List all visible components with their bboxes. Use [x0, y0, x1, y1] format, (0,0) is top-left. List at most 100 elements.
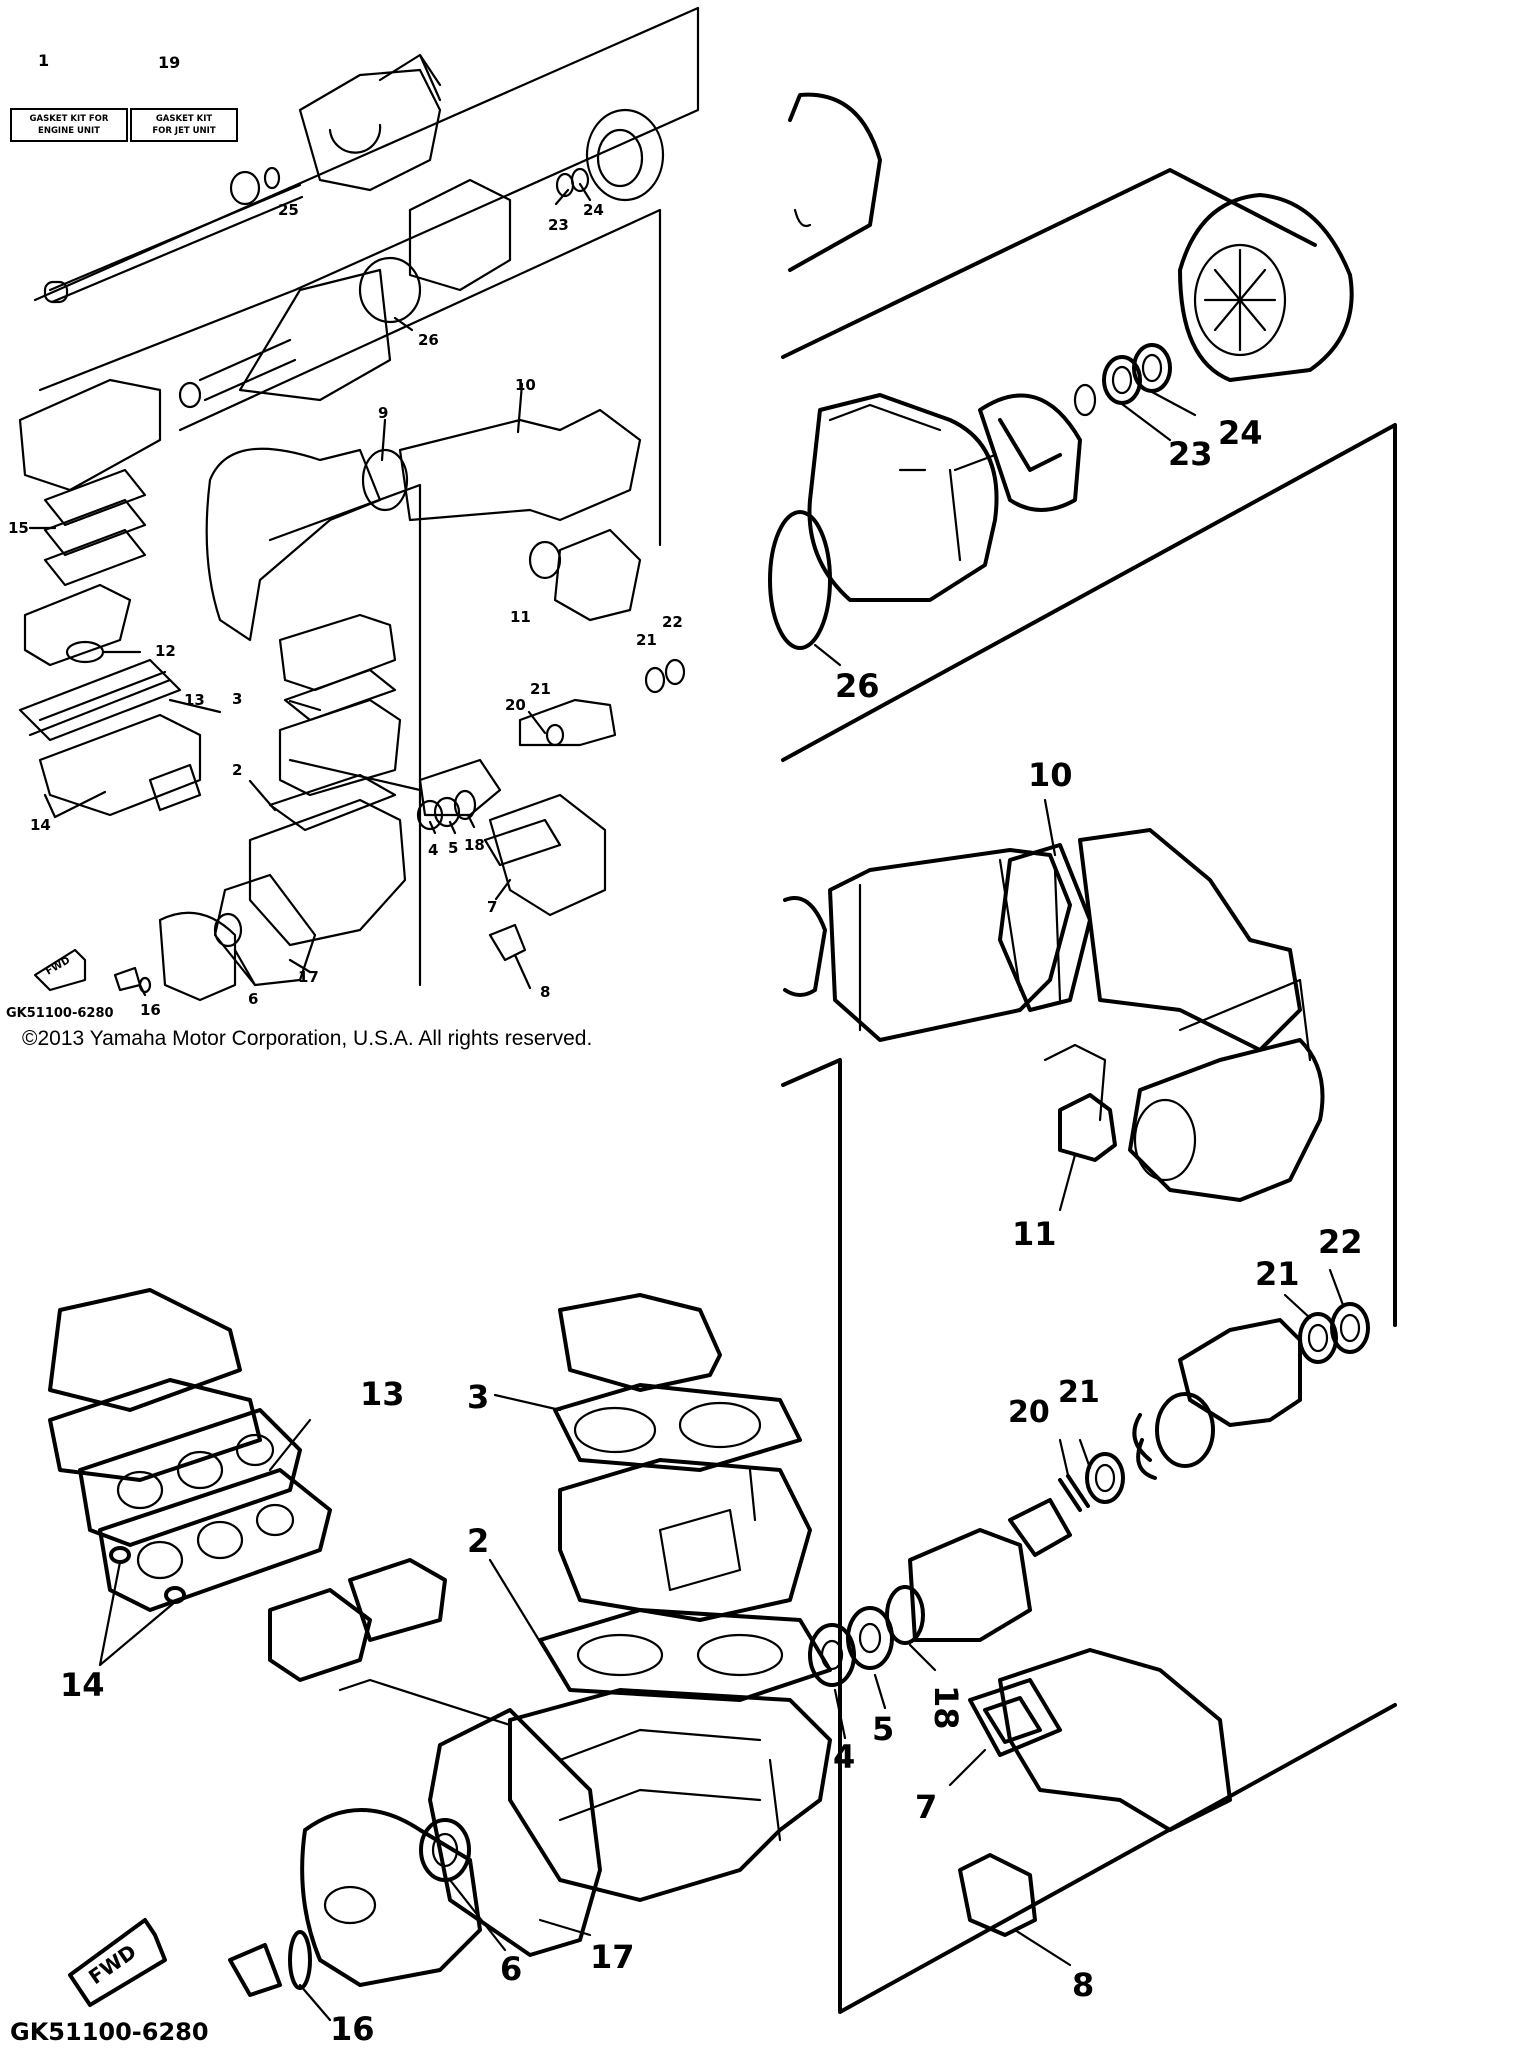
label-16: 16: [330, 2010, 375, 2048]
carb-port-2: [176, 1450, 224, 1490]
dowel-14a: [109, 1546, 131, 1564]
leaders-4-5-18: [833, 1643, 937, 1740]
exhaust-manifold-big: [998, 1648, 1232, 1832]
muffler-big: [828, 848, 1072, 1042]
crankcase-big: [508, 1688, 832, 1902]
base-gasket-2-small: [268, 773, 397, 832]
detail-engine: [48, 1288, 1232, 2022]
seal-21-big-b-inner: [1094, 1463, 1116, 1493]
oring-26-big: [768, 510, 832, 650]
bolt-16-small: [113, 966, 142, 992]
seal-5-small: [433, 796, 461, 828]
small-label-12: 12: [155, 642, 176, 660]
seal-25: [263, 166, 281, 190]
manifold-top-big: [48, 1288, 242, 1412]
small-label-15: 15: [8, 519, 29, 537]
gasket-7-big: [968, 1678, 1062, 1757]
big-frame-right: [781, 423, 1397, 1327]
kit-box-engine: GASKET KIT FOR ENGINE UNIT: [10, 108, 128, 142]
small-label-8: 8: [540, 983, 550, 1001]
small-label-3: 3: [232, 690, 242, 708]
base-bore-1: [576, 1633, 664, 1677]
small-label-7: 7: [487, 898, 497, 916]
cylinder-big: [558, 1458, 812, 1622]
bearing-big: [1155, 1392, 1215, 1468]
muffler-big-detail: [858, 858, 1062, 1032]
exhaust-elbow-small: [553, 528, 642, 622]
leader-3: [493, 1393, 562, 1412]
fwd-arrow-small: [33, 948, 87, 992]
label-8: 8: [1072, 1966, 1094, 2004]
label-21a: 21: [1255, 1255, 1300, 1293]
carb-port-6: [255, 1503, 295, 1537]
label-13: 13: [360, 1375, 405, 1413]
carb-port-4: [136, 1540, 184, 1580]
cover-8-big: [958, 1853, 1037, 1937]
carb-gasket-13-big: [78, 1408, 302, 1547]
small-label-25: 25: [278, 201, 299, 219]
leaders-small: [28, 182, 592, 997]
small-label-23: 23: [548, 216, 569, 234]
label-22: 22: [1318, 1223, 1363, 1261]
small-label-16: 16: [140, 1001, 161, 1019]
big-frame-exhaust: [781, 1058, 1397, 2014]
jet-frame-top: [33, 6, 700, 392]
reed-frame-big: [338, 1678, 512, 1727]
intake-manifold-small: [23, 583, 132, 667]
seal-18-small: [453, 789, 477, 821]
reed-valve-small: [38, 713, 202, 817]
label-1: 1: [38, 51, 49, 70]
oring-26-small: [358, 256, 422, 324]
manifold-gasket-15b: [43, 498, 147, 557]
seal-6-small: [213, 912, 243, 948]
nozzle-small: [585, 108, 665, 202]
spring-20-big: [1058, 1474, 1090, 1512]
exhaust-manifold-7-small: [488, 793, 607, 917]
label-2: 2: [467, 1522, 489, 1560]
label-10: 10: [1028, 756, 1073, 794]
cylinder-big-detail: [658, 1468, 757, 1592]
pump-housing-big-detail: [828, 403, 997, 562]
impeller-big: [978, 393, 1082, 512]
label-7: 7: [915, 1788, 937, 1826]
small-label-5: 5: [448, 839, 458, 857]
leader-17: [538, 1918, 592, 1937]
base-gasket-2-big: [538, 1608, 832, 1702]
leader-13: [268, 1418, 312, 1472]
gasket-10-big: [998, 843, 1092, 1012]
flywheel-cover-hub: [323, 1885, 377, 1925]
seal-22-big-inner: [1339, 1313, 1361, 1343]
seal-21-small-b: [545, 723, 565, 747]
head-bore-2: [678, 1401, 762, 1449]
muffler-small: [398, 408, 642, 522]
seal-24-small: [570, 167, 590, 193]
label-5: 5: [872, 1710, 894, 1748]
gasket-17-big: [428, 1708, 602, 1957]
copyright-notice: ©2013 Yamaha Motor Corporation, U.S.A. A…: [22, 1027, 593, 1050]
seal-22-big: [1330, 1302, 1370, 1354]
seal-5-big-inner: [858, 1622, 882, 1654]
label-4: 4: [833, 1738, 855, 1776]
washer-big: [1073, 383, 1097, 417]
shaft-bearing: [229, 170, 261, 206]
leader-7: [948, 1748, 987, 1787]
intake-duct-big-inner: [793, 208, 812, 228]
small-label-17: 17: [298, 968, 319, 986]
head-bore-1: [573, 1406, 657, 1454]
head-gasket-3-small: [283, 668, 397, 722]
label-21b: 21: [1058, 1375, 1100, 1410]
intake-duct-top: [378, 53, 442, 102]
gasket-11-frame: [1043, 1043, 1107, 1122]
small-label-4: 4: [428, 841, 438, 859]
seal-21-big-a-inner: [1307, 1323, 1329, 1353]
carb-port-5: [196, 1520, 244, 1560]
kit-engine-line2: ENGINE UNIT: [38, 126, 100, 136]
small-label-18: 18: [464, 836, 485, 854]
leaders-jet-big: [1043, 390, 1345, 1477]
elbow-big: [1128, 1038, 1325, 1202]
label-20: 20: [1008, 1395, 1050, 1430]
seal-4-small: [416, 799, 444, 831]
leader-8: [1013, 1928, 1072, 1967]
crankcase-big-detail: [558, 1728, 782, 1842]
seal-5-big: [846, 1606, 894, 1670]
